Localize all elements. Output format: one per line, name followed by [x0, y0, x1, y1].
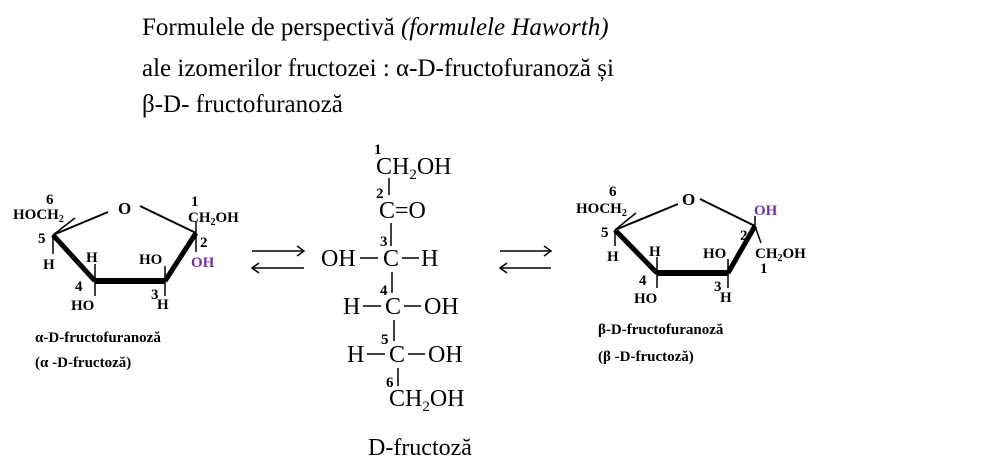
alpha-number-6: 6 [46, 192, 54, 208]
alpha-bond-c3-c2 [162, 231, 199, 283]
alpha-c3-ho-label: HO [139, 252, 162, 268]
chain-c4-oh: OH [424, 294, 459, 320]
alpha-alias: (α -D-fructoză) [35, 355, 131, 371]
equilibrium-arrows-left [250, 245, 306, 274]
chain-c6-ch2oh: CH2OH [389, 386, 465, 415]
beta-number-6: 6 [609, 184, 617, 200]
alpha-bond-o-c2 [139, 205, 197, 234]
beta-number-4: 4 [639, 273, 647, 289]
chain-number-5: 5 [381, 332, 389, 348]
alpha-c3-h-label: H [157, 297, 169, 313]
beta-ring-oxygen: O [682, 190, 695, 209]
chain-c3-oh: OH [321, 246, 356, 272]
title-line-2: ale izomerilor fructozei : α-D-fructofur… [142, 55, 614, 82]
chain-number-3: 3 [380, 234, 388, 250]
beta-anomeric-oh-label: OH [754, 203, 778, 219]
alpha-c4-ho-label: HO [71, 298, 94, 314]
beta-c3-h-label: H [720, 290, 732, 306]
alpha-hoch2-label: HOCH2 [13, 207, 64, 225]
title-line-1: Formulele de perspectivă (formulele Hawo… [142, 14, 609, 41]
title-line-3: β-D- fructofuranoză [142, 91, 343, 118]
alpha-number-2: 2 [200, 235, 208, 251]
beta-bond-c5-c4 [613, 228, 659, 275]
beta-bond-c5-o [614, 203, 679, 231]
beta-bond-c5-ch2oh [614, 212, 637, 231]
chain-c4-carbon: C [385, 294, 401, 320]
chain-c3-carbon: C [383, 246, 399, 272]
beta-number-2: 2 [740, 228, 748, 244]
beta-c5-h-label: H [607, 249, 619, 265]
chain-number-1: 1 [374, 142, 382, 158]
beta-bond-c2-ch2oh [754, 225, 762, 244]
alpha-bond-c5-o [52, 211, 109, 236]
beta-bond-c3-c2 [725, 224, 758, 275]
beta-number-3: 3 [714, 279, 722, 295]
chain-c2-carbonyl: C=O [379, 198, 426, 224]
alpha-ch2oh-label: CH2OH [188, 210, 239, 228]
alpha-number-4: 4 [75, 279, 83, 295]
beta-name: β-D-fructofuranoză [598, 322, 724, 338]
chain-c5-oh: OH [428, 342, 463, 368]
chain-name: D-fructoză [368, 435, 472, 461]
alpha-bond-c5-ch2oh [52, 217, 76, 236]
beta-number-5: 5 [601, 225, 609, 241]
chain-number-6: 6 [386, 375, 394, 391]
beta-number-1: 1 [760, 261, 768, 277]
equilibrium-arrows-right [498, 245, 553, 274]
alpha-fructofuranose: O 6 HOCH2 5 H H 4 HO HO 3 H 1 CH2OH 2 OH… [13, 192, 239, 371]
alpha-name: α-D-fructofuranoză [35, 330, 161, 346]
chain-number-2: 2 [376, 186, 384, 202]
chain-c1-ch2oh: CH2OH [376, 154, 452, 183]
alpha-number-3: 3 [151, 287, 159, 303]
beta-hoch2-label: HOCH2 [576, 201, 627, 219]
chain-number-4: 4 [380, 283, 388, 299]
chain-c5-carbon: C [389, 342, 405, 368]
alpha-c4-h-label: H [86, 250, 98, 266]
beta-c4-h-label: H [649, 244, 661, 260]
chain-c3-h: H [421, 246, 438, 272]
alpha-number-1: 1 [191, 194, 199, 210]
open-chain-fructose: 1 CH2OH 2 C=O 3 OH C H 4 H C OH 5 H C OH [321, 142, 472, 461]
alpha-c5-h-label: H [43, 257, 55, 273]
beta-ch2oh-label: CH2OH [755, 246, 806, 264]
beta-c3-ho-label: HO [703, 246, 726, 262]
alpha-bond-c5-c4 [51, 233, 97, 283]
beta-fructofuranose: O 6 HOCH2 5 H H 4 HO HO 3 H OH 2 CH2OH 1… [576, 184, 806, 365]
chain-c4-h: H [343, 294, 360, 320]
alpha-number-5: 5 [38, 231, 46, 247]
beta-c4-ho-label: HO [634, 291, 657, 307]
beta-bond-o-c2 [699, 198, 756, 227]
alpha-anomeric-oh-label: OH [191, 255, 215, 271]
beta-alias: (β -D-fructoză) [598, 349, 694, 365]
alpha-ring-oxygen: O [118, 199, 131, 218]
chain-c5-h: H [347, 342, 364, 368]
